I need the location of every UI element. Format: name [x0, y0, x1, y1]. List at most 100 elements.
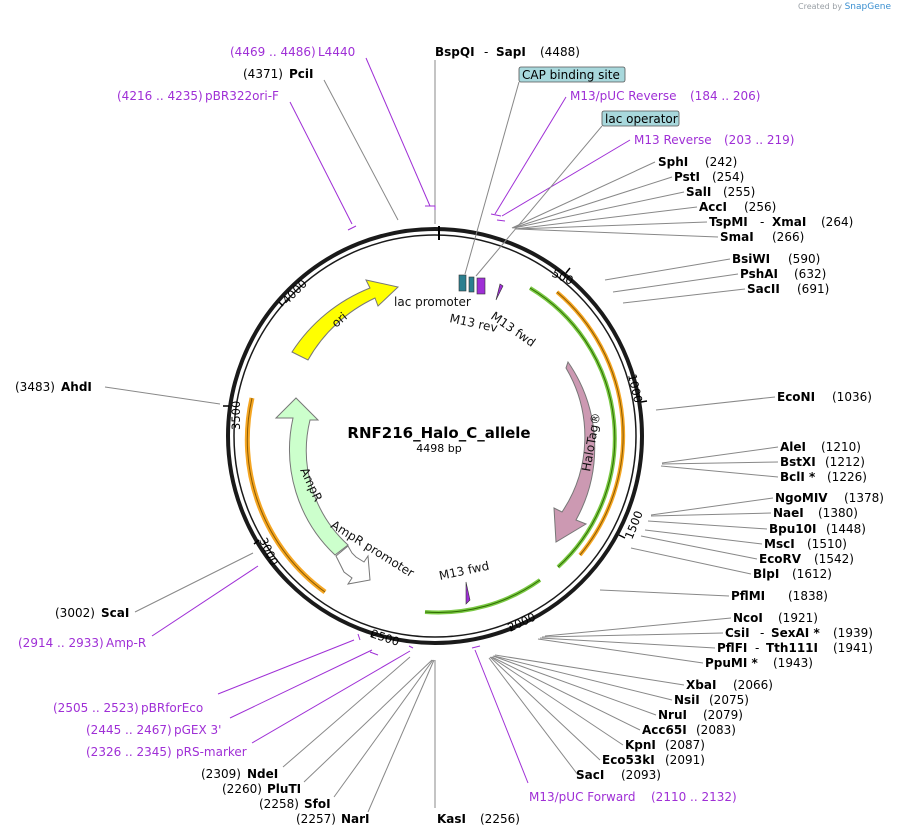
svg-text:(2309): (2309) [201, 767, 241, 781]
primer-m13puc-reverse: M13/pUC Reverse [570, 89, 677, 103]
primer-m13-reverse: M13 Reverse [634, 133, 712, 147]
site-bspqi: BspQI [435, 45, 475, 59]
svg-text:SacI: SacI [576, 768, 604, 782]
svg-text:(1510): (1510) [807, 537, 847, 551]
svg-text:(2093): (2093) [621, 768, 661, 782]
svg-text:(2083): (2083) [696, 723, 736, 737]
tick-4000: 4000 [279, 277, 310, 308]
svg-text:(1838): (1838) [788, 589, 828, 603]
svg-text:(1378): (1378) [844, 491, 884, 505]
left-primers: (2326 .. 2345) pRS-marker (2445 .. 2467)… [18, 636, 247, 759]
svg-text:(3483): (3483) [15, 380, 55, 394]
m13-fwd-top-arrow[interactable] [495, 283, 504, 301]
svg-text:SphI: SphI [658, 155, 688, 169]
svg-text:XbaI: XbaI [686, 678, 716, 692]
svg-text:(1941): (1941) [833, 641, 873, 655]
credit-prefix: Created by [798, 2, 843, 11]
m13-fwd-bottom-label: M13 fwd [438, 559, 491, 583]
svg-text:BclI *: BclI * [780, 470, 816, 484]
svg-text:PpuMI *: PpuMI * [705, 656, 759, 670]
primer-m13puc-forward: M13/pUC Forward [529, 790, 636, 804]
svg-text:(2091): (2091) [665, 753, 705, 767]
bottom-green-arc [424, 578, 542, 615]
right-sites: SphI(242) PstI(254) SalI(255) AccI(256) … [576, 155, 884, 782]
ampr-promoter-arrow[interactable] [335, 545, 371, 585]
svg-text:(266): (266) [772, 230, 804, 244]
ori-arrow[interactable] [291, 279, 400, 361]
svg-text:(2079): (2079) [703, 708, 743, 722]
svg-text:EcoNI: EcoNI [777, 390, 815, 404]
lac-operator-label: lac operator [605, 112, 678, 126]
svg-text:(2914 .. 2933): (2914 .. 2933) [18, 636, 104, 650]
svg-text:(1542): (1542) [814, 552, 854, 566]
svg-text:(254): (254) [712, 170, 744, 184]
primer-amp-r: Amp-R [106, 636, 146, 650]
svg-text:PflMI: PflMI [731, 589, 765, 603]
svg-text:XmaI: XmaI [772, 215, 806, 229]
bottom-labels: M13/pUC Forward (2110 .. 2132) KasI (225… [201, 767, 737, 826]
svg-text:Tth111I: Tth111I [766, 641, 818, 655]
svg-text:SalI: SalI [686, 185, 711, 199]
svg-text:(590): (590) [788, 252, 820, 266]
site-sapi: SapI [496, 45, 526, 59]
svg-text:(2445 .. 2467): (2445 .. 2467) [86, 723, 172, 737]
svg-text:(4488): (4488) [540, 45, 580, 59]
halotag-arrow[interactable] [553, 360, 596, 543]
m13-fwd-bottom-arrow[interactable] [465, 581, 471, 605]
svg-text:PshAI: PshAI [740, 267, 778, 281]
site-nari: NarI [341, 812, 370, 826]
site-sfoi: SfoI [304, 797, 331, 811]
svg-text:(2087): (2087) [665, 738, 705, 752]
lac-operator-box[interactable] [601, 110, 680, 127]
svg-text:(3002): (3002) [55, 606, 95, 620]
site-pcii: PciI [289, 67, 314, 81]
svg-text:BsiWI: BsiWI [732, 252, 770, 266]
svg-text:(2075): (2075) [709, 693, 749, 707]
svg-text:PstI: PstI [674, 170, 700, 184]
svg-text:MscI: MscI [764, 537, 795, 551]
svg-text:(184 .. 206): (184 .. 206) [690, 89, 760, 103]
svg-text:BstXI: BstXI [780, 455, 816, 469]
svg-text:(632): (632) [794, 267, 826, 281]
cap-binding-box[interactable] [518, 66, 626, 83]
svg-text:NruI: NruI [658, 708, 687, 722]
primer-pgex3: pGEX 3' [174, 723, 221, 737]
cap-site-box[interactable] [468, 276, 475, 293]
svg-text:Bpu10I: Bpu10I [769, 522, 816, 536]
primer-pbrforeco: pBRforEco [141, 701, 203, 715]
left-sites: (3002) ScaI (3483) AhdI [15, 380, 129, 620]
l4440-pos: (4469 .. 4486) [230, 45, 316, 59]
svg-text:(1380): (1380) [818, 506, 858, 520]
svg-text:NcoI: NcoI [733, 611, 763, 625]
svg-text:EcoRV: EcoRV [759, 552, 802, 566]
svg-text:AleI: AleI [780, 440, 806, 454]
svg-text:(1036): (1036) [832, 390, 872, 404]
tick-1000: 1000 [625, 373, 645, 405]
svg-text:TspMI: TspMI [709, 215, 748, 229]
m13-rev-box[interactable] [476, 277, 486, 295]
svg-text:-: - [755, 641, 759, 655]
tick-500: 500 [550, 266, 576, 288]
lac-promoter-box[interactable] [458, 274, 467, 292]
backbone-inner [233, 234, 637, 638]
ampr-arrow[interactable] [274, 397, 349, 556]
svg-text:SmaI: SmaI [720, 230, 754, 244]
primer-prs-marker: pRS-marker [176, 745, 247, 759]
svg-text:(2256): (2256) [480, 812, 520, 826]
svg-text:(691): (691) [797, 282, 829, 296]
snapgene-logo: SnapGene [844, 2, 891, 12]
halotag-label: HaloTag® [579, 412, 603, 473]
svg-text:(264): (264) [821, 215, 853, 229]
primer-lines [151, 57, 631, 784]
svg-text:(1212): (1212) [825, 455, 865, 469]
leader-lines [104, 60, 779, 813]
svg-text:(2260): (2260) [222, 782, 262, 796]
plasmid-name: RNF216_Halo_C_allele [347, 424, 530, 442]
svg-text:(242): (242) [705, 155, 737, 169]
site-ahdi: AhdI [61, 380, 92, 394]
pbr-pos: (4216 .. 4235) [117, 89, 203, 103]
site-ndei: NdeI [247, 767, 278, 781]
tick-3500: 3500 [229, 401, 243, 430]
svg-text:SexAI *: SexAI * [771, 626, 820, 640]
credit: Created by SnapGene [798, 2, 891, 12]
